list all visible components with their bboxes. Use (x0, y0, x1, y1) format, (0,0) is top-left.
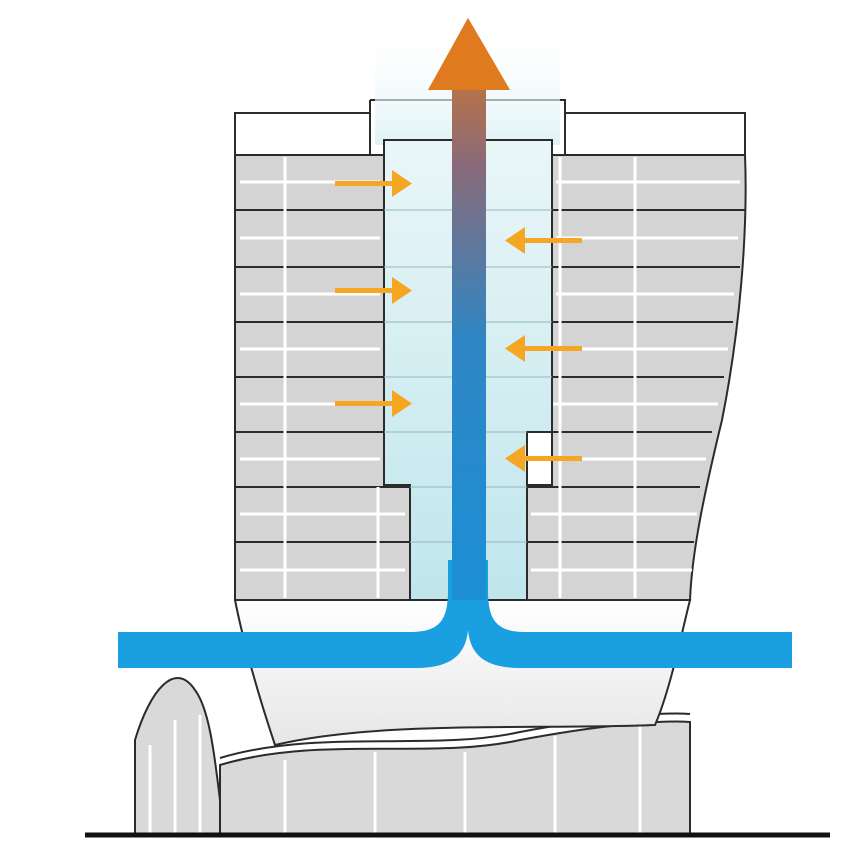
exhaust-airflow (428, 18, 510, 600)
tower-facade (234, 99, 747, 601)
up-arrow-icon (428, 18, 510, 90)
intake-arrows (335, 170, 582, 472)
right-arrow-icon (335, 390, 412, 417)
left-arrow-icon (505, 445, 582, 472)
left-arrow-icon (505, 335, 582, 362)
right-arrow-icon (335, 170, 412, 197)
intake-duct (118, 560, 792, 668)
right-arrow-icon (335, 277, 412, 304)
left-arrow-icon (505, 227, 582, 254)
podium-building (134, 677, 691, 836)
